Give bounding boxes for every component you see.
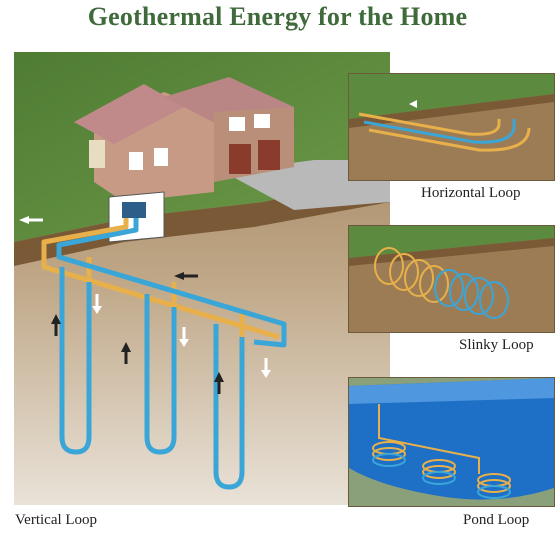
- horizontal-loop-panel: [348, 73, 555, 181]
- caption-vertical-loop: Vertical Loop: [15, 512, 98, 528]
- diagram-title: Geothermal Energy for the Home: [87, 2, 468, 31]
- pond-loop-panel: [348, 377, 555, 507]
- supply-pipe: [41, 218, 280, 340]
- slinky-loop-panel: [348, 225, 555, 333]
- return-pipe: [56, 218, 287, 490]
- flow-arrow-icon: [19, 216, 224, 394]
- house-icon: [74, 77, 294, 202]
- caption-pond-loop: Pond Loop: [463, 512, 530, 528]
- caption-horizontal-loop: Horizontal Loop: [421, 185, 521, 201]
- heat-pump-unit-icon: [122, 202, 146, 218]
- vertical-loop-scene: [14, 52, 390, 505]
- caption-slinky-loop: Slinky Loop: [459, 337, 534, 353]
